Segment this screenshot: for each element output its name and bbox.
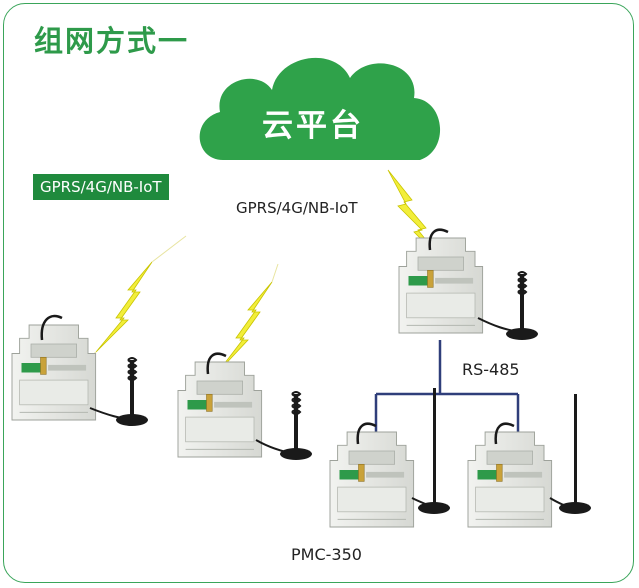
protocol-badge: GPRS/4G/NB-IoT [33,174,169,200]
antenna-icon [115,357,149,427]
page-title: 组网方式一 [34,24,190,58]
device-model-label: PMC-350 [291,545,362,564]
meter-device-icon [467,431,553,528]
antenna-icon [505,271,539,341]
rs485-bus [374,340,520,432]
antenna-icon [279,391,313,461]
meter-device-icon [11,324,97,421]
lightning-bolt-icon [95,261,153,353]
meter-device-icon [398,237,484,334]
antenna-icon [418,502,450,514]
antenna-icon [559,502,591,514]
cloud-icon [199,57,441,160]
lightning-bolt-icon [217,281,273,373]
wireless-label: GPRS/4G/NB-IoT [236,199,358,217]
bus-label: RS-485 [462,360,520,379]
cloud-label: 云平台 [262,108,364,144]
frame-border [3,3,634,583]
meter-device-icon [177,361,263,458]
meter-device-icon [329,431,415,528]
